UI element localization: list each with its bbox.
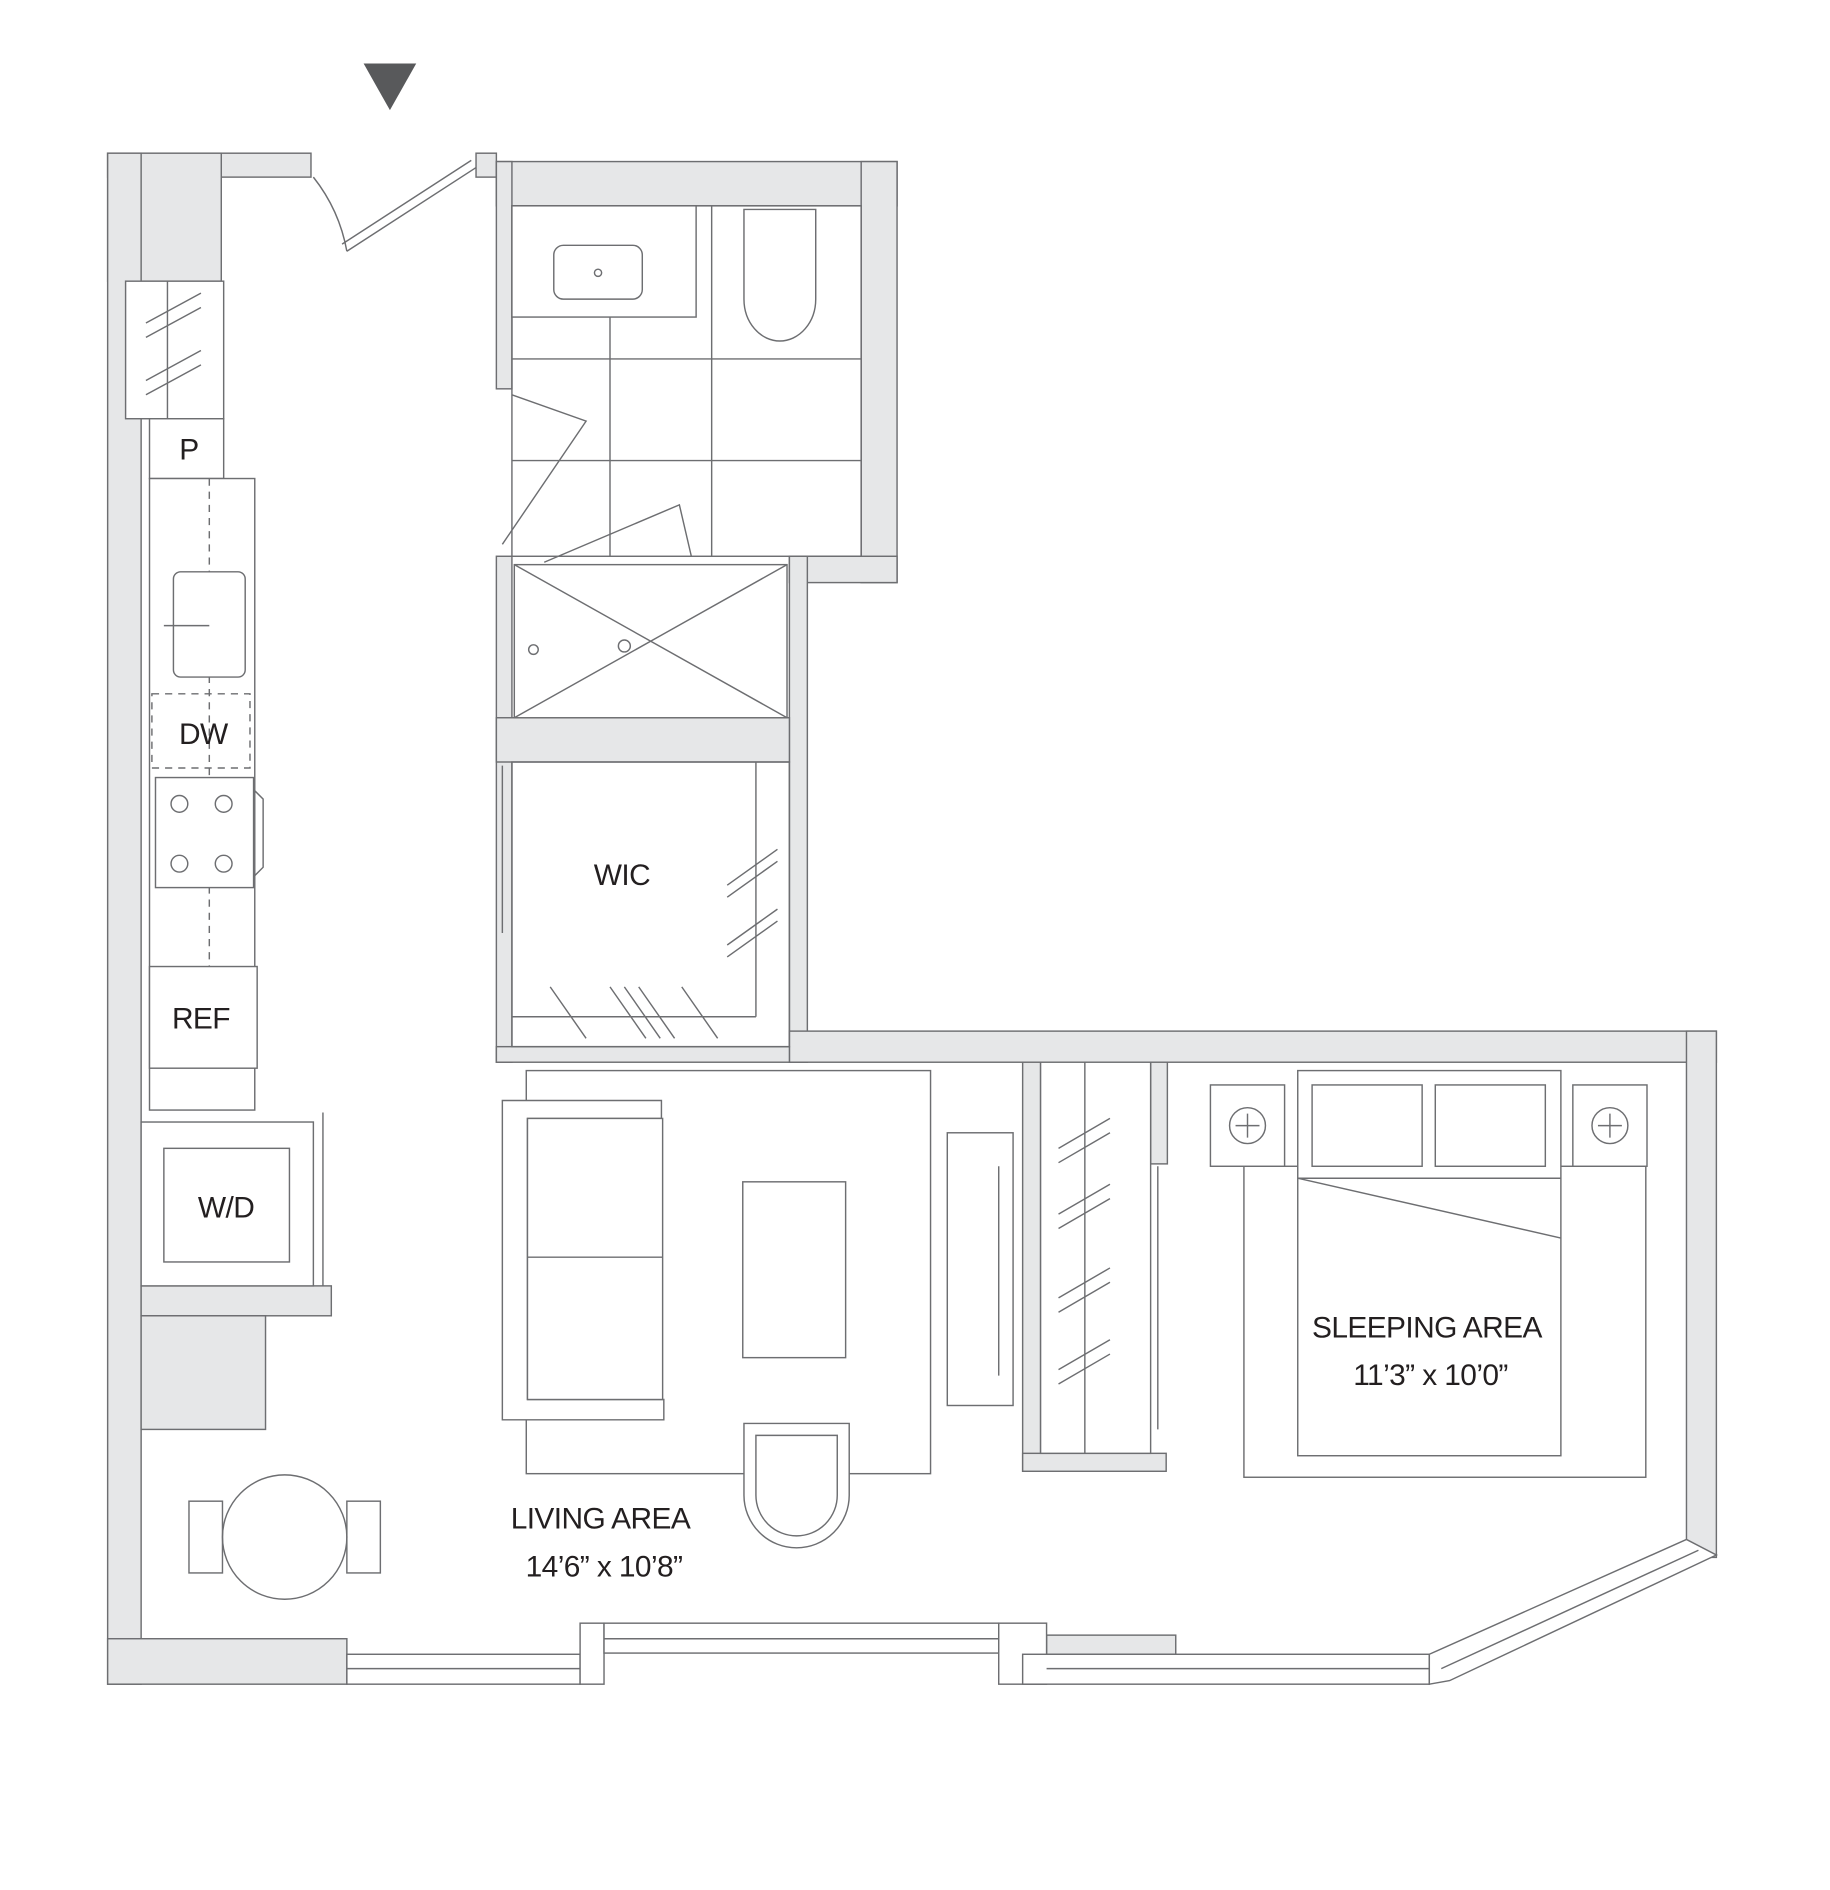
toilet-icon [743,208,817,342]
coffee-table [742,1181,847,1359]
walk-in-closet: WIC [501,761,791,1048]
sleeping-area-label: SLEEPING AREA [1312,1311,1542,1344]
living-area: LIVING AREA 14’6” x 10’8” [188,1069,1014,1600]
windows [346,1538,1718,1686]
kitchen-sink-icon [172,571,246,678]
pantry-label: P [179,433,198,466]
living-area-dims: 14’6” x 10’8” [526,1551,683,1584]
closet [1039,1061,1152,1455]
cooktop-icon [154,776,255,889]
dining-table [221,1474,348,1600]
nightstand [1209,1084,1286,1167]
entry-door[interactable] [312,159,477,252]
walls [106,152,1718,1685]
wic-label: WIC [594,859,650,892]
living-area-label: LIVING AREA [511,1503,691,1536]
sink-icon [553,244,644,300]
wd-label: W/D [198,1192,254,1225]
entry-marker-icon [363,63,417,111]
chair-icon [743,1422,850,1549]
media-console [946,1132,1014,1407]
sleeping-area-dims: 11’3” x 10’0” [1353,1359,1508,1392]
sleeping-area: SLEEPING AREA 11’3” x 10’0” [1039,1061,1648,1478]
dw-label: DW [179,718,229,751]
ref-label: REF [172,1003,230,1036]
kitchen: P DW REF W/D [124,280,324,1287]
bathroom [501,205,862,719]
